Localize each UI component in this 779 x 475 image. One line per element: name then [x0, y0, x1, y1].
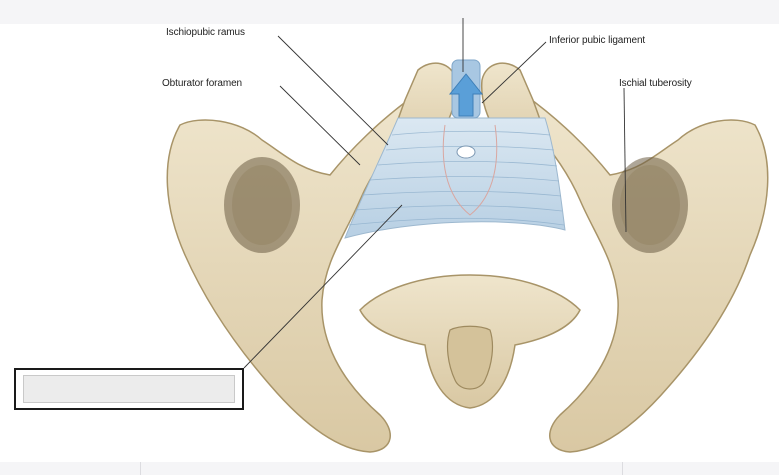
leader-perineal-membrane: [243, 204, 403, 369]
top-band: [0, 0, 779, 24]
right-hip-bone: [514, 93, 769, 453]
label-inferior-pubic-ligament: Inferior pubic ligament: [549, 35, 646, 46]
leader-ischial-tuberosity: [623, 87, 627, 233]
right-obturator-foramen: [612, 157, 688, 253]
label-obturator-foramen: Obturator foramen: [162, 78, 243, 89]
label-ischiopubic-ramus: Ischiopubic ramus: [166, 27, 245, 38]
answer-box: [14, 368, 244, 410]
leader-ischiopubic-ramus: [277, 35, 389, 146]
leader-obturator-foramen: [279, 85, 361, 166]
coccyx: [446, 325, 494, 390]
urethral-opening: [456, 145, 476, 159]
leader-inferior-pubic-ligament: [481, 41, 547, 104]
perineal-membrane: [344, 117, 566, 239]
bottom-band: [0, 462, 779, 475]
answer-input[interactable]: [23, 375, 235, 403]
left-obturator-foramen: [224, 157, 300, 253]
label-ischial-tuberosity: Ischial tuberosity: [619, 78, 692, 89]
up-arrow-icon: [448, 73, 484, 117]
